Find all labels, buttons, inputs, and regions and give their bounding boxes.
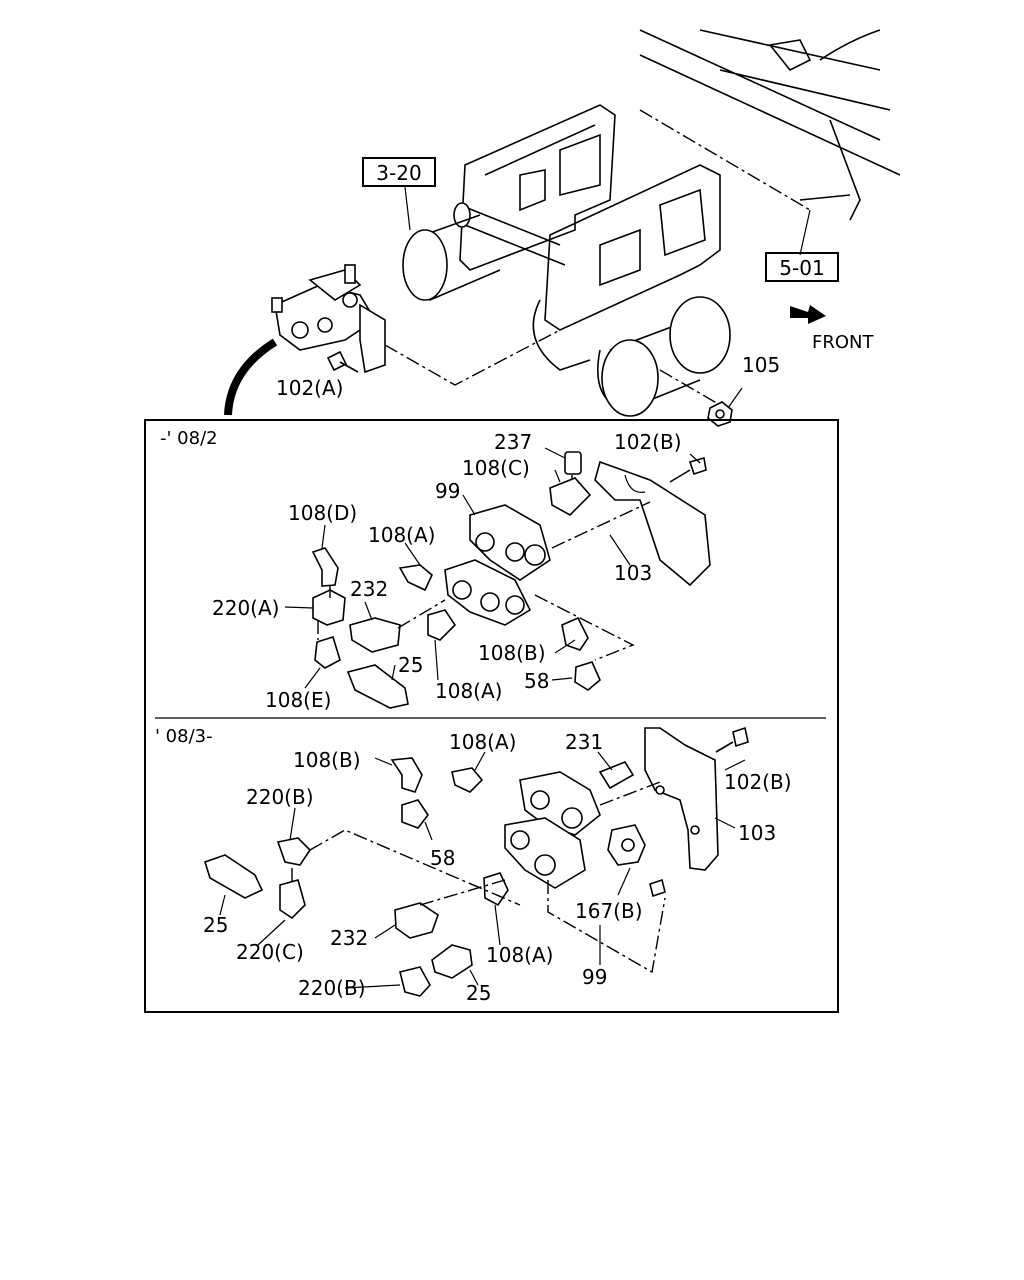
- label-early-220a: 220(A): [212, 596, 279, 620]
- label-late-220b-bottom: 220(B): [298, 976, 366, 1000]
- label-102a: 102(A): [276, 376, 343, 400]
- label-early-25: 25: [398, 653, 423, 677]
- label-late-108a-top: 108(A): [449, 730, 516, 754]
- label-early-108a-top: 108(A): [368, 523, 435, 547]
- reference-3-20: 3-20: [362, 157, 436, 187]
- label-late-25-bottom: 25: [466, 981, 491, 1005]
- label-early-58: 58: [524, 669, 549, 693]
- label-late-99: 99: [582, 965, 607, 989]
- label-late-108a-bottom: 108(A): [486, 943, 553, 967]
- label-early-108b: 108(B): [478, 641, 546, 665]
- label-late-58: 58: [430, 846, 455, 870]
- label-105: 105: [742, 353, 780, 377]
- label-late-220c: 220(C): [236, 940, 304, 964]
- label-late-108b: 108(B): [293, 748, 361, 772]
- label-early-102b: 102(B): [614, 430, 682, 454]
- label-early-232: 232: [350, 577, 388, 601]
- label-late-167b: 167(B): [575, 899, 643, 923]
- svg-text:3-20: 3-20: [376, 161, 421, 185]
- label-late-25-left: 25: [203, 913, 228, 937]
- label-early-108e: 108(E): [265, 688, 331, 712]
- label-late-231: 231: [565, 730, 603, 754]
- relay-valve-cluster: [224, 264, 386, 416]
- label-late-103: 103: [738, 821, 776, 845]
- label-early-99: 99: [435, 479, 460, 503]
- frame-assembly-drawing: [384, 29, 901, 417]
- label-late-220b-top: 220(B): [246, 785, 314, 809]
- reference-5-01: 5-01: [765, 252, 839, 282]
- label-late-102b: 102(B): [724, 770, 792, 794]
- early-variant-drawing: [284, 447, 711, 709]
- label-early-103: 103: [614, 561, 652, 585]
- variant-late-period: ' 08/3-: [155, 726, 213, 747]
- late-variant-drawing: [204, 726, 749, 997]
- label-late-232: 232: [330, 926, 368, 950]
- detail-frame: [144, 419, 839, 1013]
- label-early-237: 237: [494, 430, 532, 454]
- front-label: FRONT: [812, 332, 874, 353]
- label-early-108c: 108(C): [462, 456, 530, 480]
- svg-text:5-01: 5-01: [779, 256, 824, 280]
- label-early-108a-bottom: 108(A): [435, 679, 502, 703]
- variant-early-period: -' 08/2: [160, 428, 218, 449]
- label-early-108d: 108(D): [288, 501, 357, 525]
- front-arrow-icon: [790, 305, 826, 324]
